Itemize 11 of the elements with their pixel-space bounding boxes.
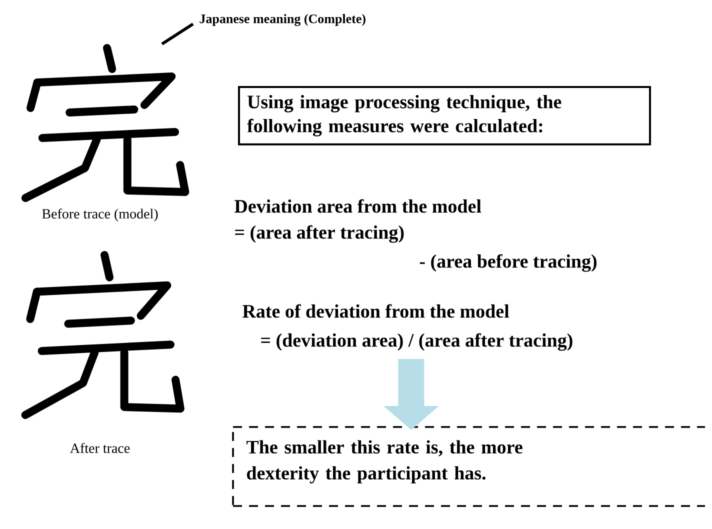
text-box: Using image processing technique, the following measures were calculated: xyxy=(238,86,651,146)
formula-text: Rate of deviation from the model = (deviation area) / (area after tracing) xyxy=(242,304,572,351)
formula-text: - (area before tracing) xyxy=(420,254,596,272)
conclusion-box: The smaller this rate is, the more dexterity the participant has. xyxy=(232,426,706,507)
kanji-drawing xyxy=(21,44,190,202)
formula-text: Deviation area from the model xyxy=(234,199,482,213)
annotation-text: Japanese meaning (Complete) xyxy=(200,14,366,26)
formula-text: = (area after tracing) xyxy=(235,225,404,243)
kanji-drawing xyxy=(21,251,184,419)
node-label: After trace xyxy=(70,442,130,453)
node-label: Before trace (model) xyxy=(42,208,158,222)
